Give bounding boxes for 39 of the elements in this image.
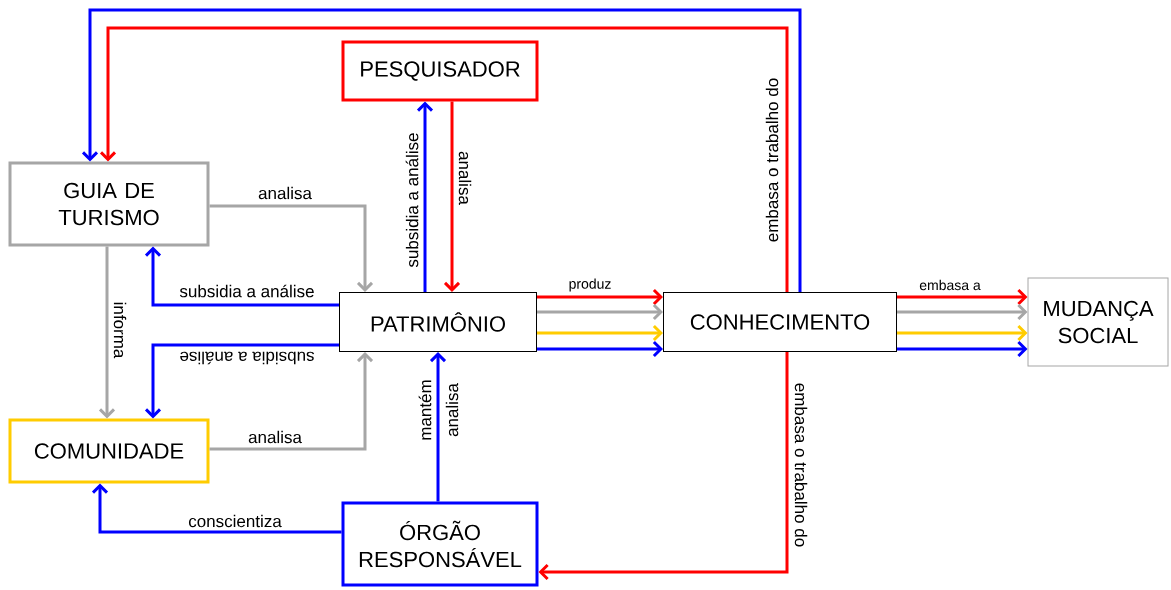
concept-box: CONHECIMENTO xyxy=(663,292,897,352)
arrow xyxy=(897,324,1028,342)
arrow xyxy=(537,340,663,358)
edge-label: analisa xyxy=(257,185,313,201)
edge-label: subsidia a análise xyxy=(404,131,420,269)
arrow xyxy=(209,204,374,292)
concept-box: ÓRGÃO RESPONSÁVEL xyxy=(341,501,539,587)
edge-label: embasa o trabalho do xyxy=(793,381,809,549)
arrow xyxy=(98,246,116,419)
concept-box: MUDANÇA SOCIAL xyxy=(1027,277,1169,367)
arrow xyxy=(537,288,663,306)
edge-label: produz xyxy=(567,277,613,293)
concept-box: PESQUISADOR xyxy=(341,40,539,102)
arrow xyxy=(897,288,1028,306)
edge-label: embasa a xyxy=(918,278,982,292)
edge-label: mantém xyxy=(417,378,433,442)
concept-box: GUIA DE TURISMO xyxy=(8,161,210,247)
concept-box: PATRIMÔNIO xyxy=(339,292,537,352)
edge-label: informa xyxy=(112,300,128,360)
arrow xyxy=(538,352,789,581)
arrow xyxy=(144,246,339,307)
arrow xyxy=(897,340,1028,358)
arrow xyxy=(537,303,663,321)
line-label: analisa xyxy=(444,382,460,438)
arrow xyxy=(144,343,339,419)
arrow xyxy=(416,101,434,292)
edge-label: embasa o trabalho do xyxy=(764,76,780,244)
edge-label: analisa xyxy=(457,150,473,206)
concept-box: COMUNIDADE xyxy=(8,418,210,484)
edge-label: subsidia a análise xyxy=(178,283,316,299)
arrow xyxy=(537,324,663,342)
arrow xyxy=(209,352,374,451)
arrow xyxy=(443,101,461,292)
edge-label: subsidia a análise xyxy=(178,350,316,366)
edge-label: conscientiza xyxy=(187,513,283,529)
arrow xyxy=(429,352,447,502)
arrow xyxy=(897,303,1028,321)
arrow xyxy=(91,483,342,534)
edge-label: analisa xyxy=(247,429,303,445)
